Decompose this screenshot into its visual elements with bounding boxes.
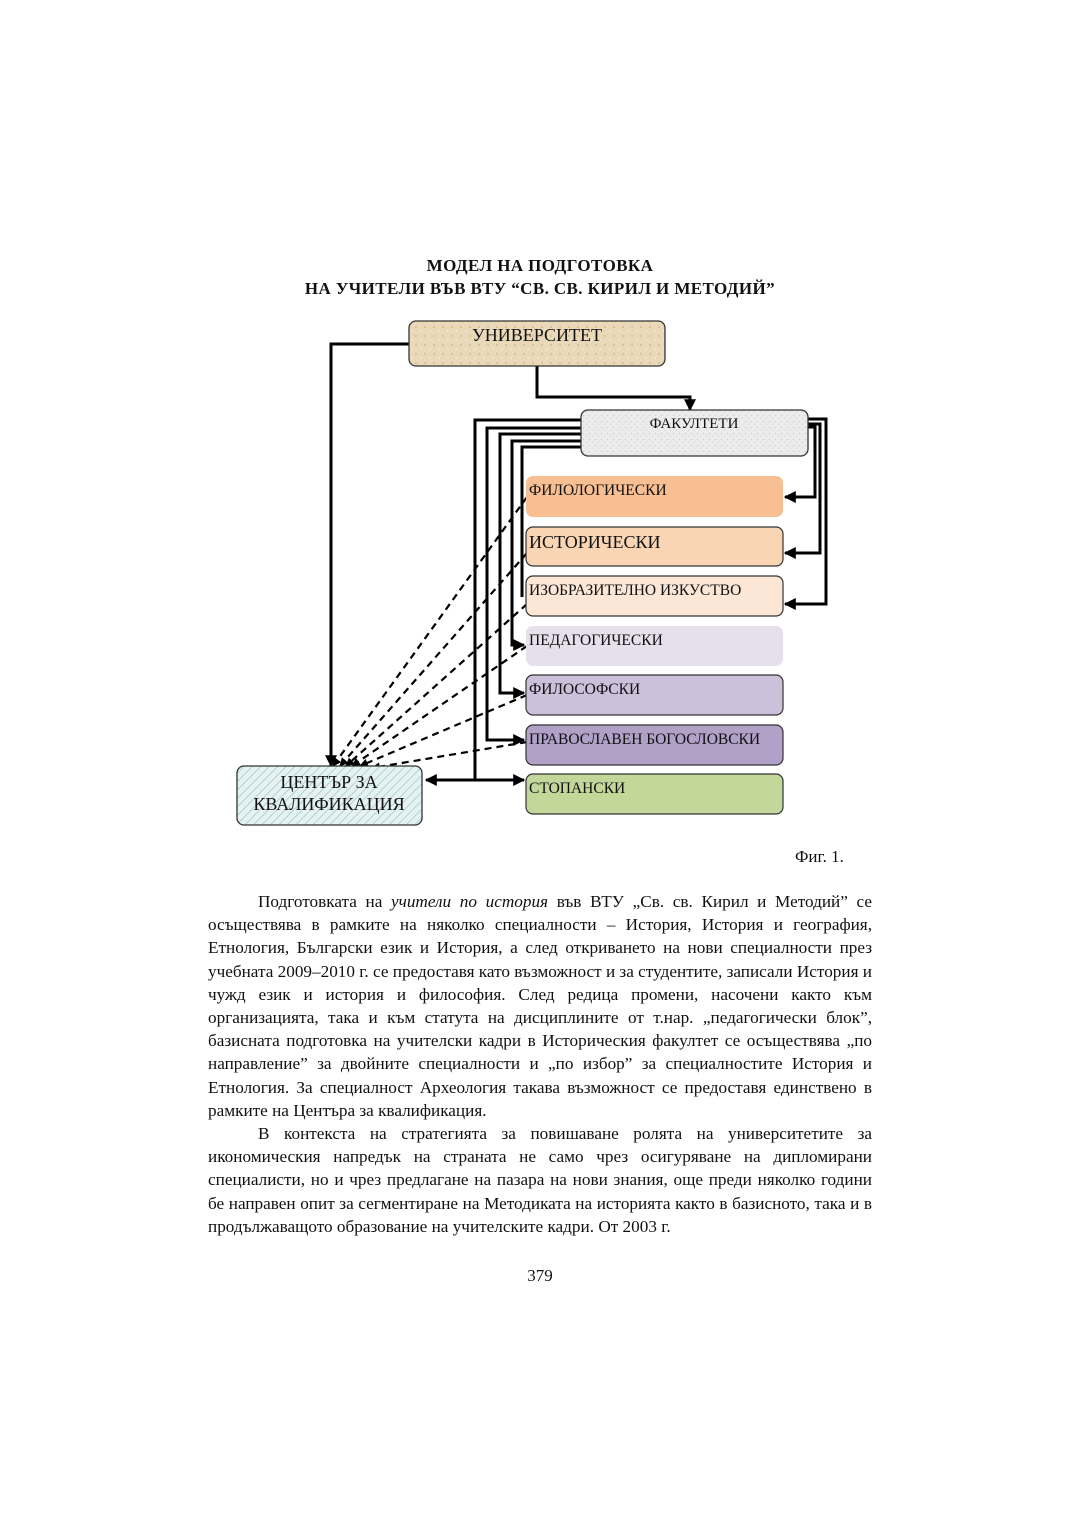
center-label-line-2: КВАЛИФИКАЦИЯ <box>253 794 404 814</box>
faculty-node-filosofski: ФИЛОСОФСКИ <box>525 674 784 716</box>
dashed-izobrazitelno-to-center <box>345 603 528 767</box>
center-node: ЦЕНТЪР ЗА КВАЛИФИКАЦИЯ <box>236 765 423 826</box>
connector-faculties-to-izobrazitelno-left <box>520 445 581 597</box>
dashed-pravoslaven-to-center <box>371 740 528 772</box>
figure-caption: Фиг. 1. <box>795 847 844 866</box>
diagram-connectors <box>325 342 828 786</box>
faculties-node: ФАКУЛТЕТИ <box>580 409 809 457</box>
paragraph-1-start: Подготовката на <box>258 892 392 911</box>
faculty-node-izobrazitelno: ИЗОБРАЗИТЕЛНО ИЗКУСТВО <box>525 575 784 617</box>
faculty-node-stopanski: СТОПАНСКИ <box>525 773 784 815</box>
faculty-node-pedagogicheski: ПЕДАГОГИЧЕСКИ <box>526 626 783 666</box>
connector-faculties-to-pravoslaven <box>485 426 581 746</box>
faculty-label-pedagogicheski: ПЕДАГОГИЧЕСКИ <box>529 632 663 649</box>
dashed-filosofski-to-center <box>359 693 528 768</box>
figure-title-line-1: МОДЕЛ НА ПОДГОТОВКА <box>426 256 654 275</box>
connector-university-to-faculties <box>535 366 696 412</box>
faculty-label-filologicheski: ФИЛОЛОГИЧЕСКИ <box>529 482 667 499</box>
faculty-boxes: ФИЛОЛОГИЧЕСКИ ИСТОРИЧЕСКИ ИЗОБРАЗИТЕЛНО … <box>525 476 784 815</box>
university-label: УНИВЕРСИТЕТ <box>472 325 602 345</box>
faculty-label-izobrazitelno: ИЗОБРАЗИТЕЛНО ИЗКУСТВО <box>529 582 741 599</box>
connector-faculties-to-izobrazitelno <box>783 417 828 610</box>
paragraph-1-italic: учители по история <box>391 892 549 911</box>
center-label-line-1: ЦЕНТЪР ЗА <box>280 772 377 792</box>
connector-faculties-to-filosofski <box>498 432 581 699</box>
faculty-label-istoricheski: ИСТОРИЧЕСКИ <box>529 532 660 552</box>
faculties-label: ФАКУЛТЕТИ <box>650 416 739 432</box>
faculty-node-istoricheski: ИСТОРИЧЕСКИ <box>525 526 784 567</box>
connector-university-to-center <box>325 342 410 768</box>
connector-faculties-to-istoricheski <box>783 422 822 559</box>
faculty-label-pravoslaven: ПРАВОСЛАВЕН БОГОСЛОВСКИ <box>529 731 760 748</box>
connector-faculties-to-pedagogicheski <box>510 439 581 651</box>
faculty-label-stopanski: СТОПАНСКИ <box>529 780 625 797</box>
faculty-node-pravoslaven: ПРАВОСЛАВЕН БОГОСЛОВСКИ <box>525 724 784 766</box>
paragraph-2: В контекста на стратегията за повишаване… <box>208 1124 872 1236</box>
connector-faculties-to-stopanski <box>473 418 581 786</box>
connector-faculties-to-filologicheski <box>783 425 817 503</box>
page-number: 379 <box>527 1266 553 1285</box>
faculty-label-filosofski: ФИЛОСОФСКИ <box>529 681 640 698</box>
body-text: Подготовката на учители по история във В… <box>208 890 872 1238</box>
faculty-node-filologicheski: ФИЛОЛОГИЧЕСКИ <box>526 476 783 517</box>
figure-title-line-2: НА УЧИТЕЛИ ВЪВ ВТУ “СВ. СВ. КИРИЛ И МЕТО… <box>304 279 776 298</box>
university-node: УНИВЕРСИТЕТ <box>408 320 666 367</box>
paragraph-1-rest: във ВТУ „Св. св. Кирил и Методий” се осъ… <box>208 892 873 1120</box>
dashed-filologicheski-to-center <box>332 496 528 767</box>
paragraph-1: Подготовката на учители по история във В… <box>208 890 872 1122</box>
